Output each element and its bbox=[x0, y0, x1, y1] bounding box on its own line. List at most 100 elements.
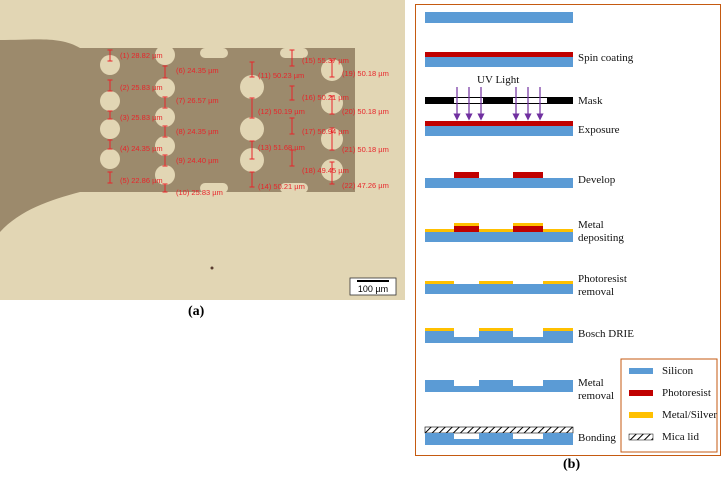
legend-label-metal: Metal/Silver bbox=[662, 409, 717, 421]
legend-swatch-photoresist bbox=[629, 390, 653, 396]
step-label-bonding: Bonding bbox=[578, 432, 616, 444]
measurement-label: (8) 24.35 µm bbox=[176, 127, 219, 136]
silicon-ridge bbox=[425, 433, 454, 439]
micrograph-panel: (1) 28.82 µm (2) 25.83 µm (3) 25.83 µm (4) … bbox=[0, 0, 405, 300]
legend-swatch-metal bbox=[629, 412, 653, 418]
photoresist-pad bbox=[513, 226, 543, 232]
pillar-gap bbox=[100, 149, 120, 169]
notch-bottom bbox=[280, 183, 308, 193]
silicon-ridge bbox=[479, 433, 513, 439]
measurement-label: (15) 55.37 µm bbox=[302, 56, 349, 65]
silicon-layer bbox=[425, 178, 573, 188]
metal-layer bbox=[543, 328, 573, 331]
legend-label-photoresist: Photoresist bbox=[662, 387, 711, 399]
silicon-layer bbox=[425, 12, 573, 23]
silicon-layer bbox=[425, 439, 573, 445]
silicon-layer bbox=[425, 386, 573, 392]
mica-lid bbox=[425, 427, 573, 433]
metal-layer bbox=[543, 229, 573, 232]
silicon-layer bbox=[425, 337, 573, 343]
process-steps: UV Light bbox=[424, 12, 574, 445]
measurement-label: (12) 50.19 µm bbox=[258, 107, 305, 116]
measurement-label: (17) 50.94 µm bbox=[302, 127, 349, 136]
process-flow-panel: UV Light Spin coatingMaskExposureDevelop… bbox=[415, 4, 721, 456]
silicon-layer bbox=[425, 284, 573, 294]
debris-dot bbox=[210, 266, 214, 270]
measurement-label: (2) 25.83 µm bbox=[120, 83, 163, 92]
step-label-exposure: Exposure bbox=[578, 124, 620, 136]
metal-layer bbox=[425, 281, 454, 284]
pillar-gap bbox=[240, 148, 264, 172]
measurement-label: (20) 50.18 µm bbox=[342, 107, 389, 116]
metal-layer bbox=[479, 229, 513, 232]
measurement-label: (7) 26.57 µm bbox=[176, 96, 219, 105]
measurement-label: (21) 50.18 µm bbox=[342, 145, 389, 154]
mask-layer bbox=[425, 97, 573, 104]
pillar-gap bbox=[240, 117, 264, 141]
measurement-label: (22) 47.26 µm bbox=[342, 181, 389, 190]
channel-shape bbox=[0, 39, 100, 232]
notch-top bbox=[200, 48, 228, 58]
measurement-lines bbox=[107, 49, 335, 193]
step-label-spin: Spin coating bbox=[578, 52, 634, 64]
pillar-gap bbox=[240, 75, 264, 99]
legend-swatch-silicon bbox=[629, 368, 653, 374]
legend-swatch-mica bbox=[628, 433, 654, 441]
pillar-gap bbox=[100, 91, 120, 111]
silicon-layer bbox=[425, 57, 573, 67]
caption-a: (a) bbox=[188, 304, 205, 319]
notch-bottom bbox=[200, 183, 228, 193]
step-label-develop: Develop bbox=[578, 174, 616, 186]
silicon-ridge bbox=[425, 380, 454, 386]
pillar-gap bbox=[155, 136, 175, 156]
measurement-label: (11) 50.23 µm bbox=[258, 71, 304, 80]
metal-layer bbox=[479, 281, 513, 284]
measurement-label: (1) 28.82 µm bbox=[120, 51, 163, 60]
measurement-label: (4) 24.35 µm bbox=[120, 144, 163, 153]
silicon-ridge bbox=[479, 331, 513, 337]
photoresist-layer bbox=[425, 52, 573, 57]
metal-on-pad bbox=[513, 223, 543, 226]
metal-layer bbox=[425, 328, 454, 331]
measurement-label: (10) 25.83 µm bbox=[176, 188, 223, 197]
pillar-gap bbox=[155, 107, 175, 127]
measurement-label: (18) 49.45 µm bbox=[302, 166, 349, 175]
pillar-gap bbox=[155, 165, 175, 185]
silicon-layer bbox=[425, 126, 573, 136]
measurement-label: (19) 50.18 µm bbox=[342, 69, 389, 78]
mask-opening bbox=[513, 98, 547, 103]
measurement-label: (5) 22.86 µm bbox=[120, 176, 163, 185]
legend-label-mica: Mica lid bbox=[662, 431, 699, 443]
measurement-label: (3) 25.83 µm bbox=[120, 113, 163, 122]
silicon-ridge bbox=[543, 380, 573, 386]
silicon-ridge bbox=[543, 331, 573, 337]
photoresist-pad bbox=[454, 172, 479, 178]
pillar-gap bbox=[155, 45, 175, 65]
legend-label-silicon: Silicon bbox=[662, 365, 694, 377]
pillar-gap bbox=[100, 119, 120, 139]
uv-light-label: UV Light bbox=[477, 74, 519, 86]
notch-top bbox=[280, 48, 308, 58]
photoresist-layer bbox=[425, 121, 573, 126]
pillar-array bbox=[100, 45, 343, 193]
scale-bar-label: 100 µm bbox=[358, 284, 388, 294]
metal-on-pad bbox=[454, 223, 479, 226]
silicon-ridge bbox=[479, 380, 513, 386]
scale-bar-box bbox=[349, 277, 397, 296]
measurement-label: (13) 51.68 µm bbox=[258, 143, 305, 152]
pillar-gap bbox=[100, 55, 120, 75]
silicon-ridge bbox=[425, 331, 454, 337]
silicon-layer bbox=[425, 232, 573, 242]
photoresist-pad bbox=[454, 226, 479, 232]
step-label-mask: Mask bbox=[578, 95, 603, 107]
measurement-label: (6) 24.35 µm bbox=[176, 66, 219, 75]
pillar-gap bbox=[155, 78, 175, 98]
measurement-label: (16) 50.21 µm bbox=[302, 93, 349, 102]
channel-body bbox=[95, 48, 355, 192]
